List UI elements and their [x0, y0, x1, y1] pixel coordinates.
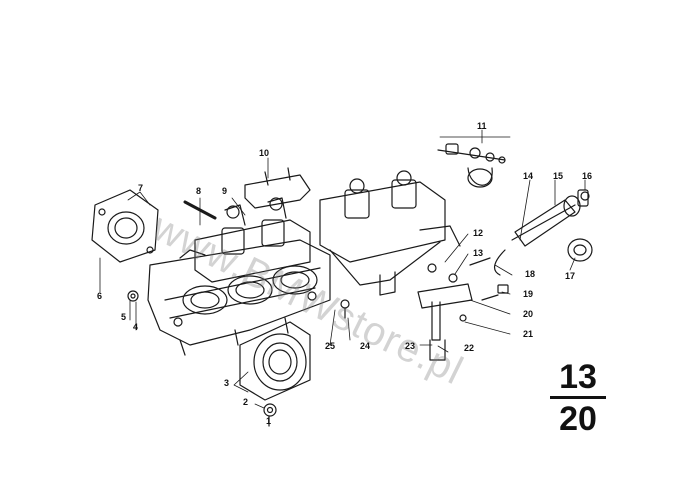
callout-2: 2	[243, 397, 249, 407]
throttle-lever-linkage	[417, 257, 509, 361]
callout-9: 9	[222, 186, 228, 196]
callout-11: 11	[477, 121, 487, 131]
callout-14: 14	[523, 171, 534, 181]
callout-10: 10	[259, 148, 270, 158]
leader-lines	[99, 129, 586, 409]
flange-plate	[91, 189, 159, 263]
carburettor-assembly-left	[179, 197, 311, 283]
callout-1: 1	[266, 416, 272, 426]
callout-6: 6	[97, 291, 103, 301]
callout-13: 13	[473, 248, 484, 258]
group-code-bottom: 20	[559, 400, 597, 438]
callout-19: 19	[523, 289, 534, 299]
linkage-assembly	[437, 143, 506, 188]
callout-5: 5	[121, 312, 127, 322]
choke-cable-assembly	[493, 189, 590, 276]
callout-25: 25	[325, 341, 336, 351]
callout-15: 15	[553, 171, 564, 181]
callout-20: 20	[523, 309, 534, 319]
callout-17: 17	[565, 271, 576, 281]
callout-16: 16	[582, 171, 593, 181]
cap	[567, 238, 593, 262]
group-code: 13 20	[548, 360, 608, 436]
callout-4: 4	[133, 322, 139, 332]
callout-23: 23	[405, 341, 416, 351]
carburettor-assembly-right	[319, 170, 461, 296]
callout-12: 12	[473, 228, 484, 238]
callout-8: 8	[196, 186, 202, 196]
callout-21: 21	[523, 329, 534, 339]
callout-3: 3	[224, 378, 230, 388]
intake-manifold	[147, 239, 331, 356]
group-code-top: 13	[559, 358, 597, 396]
callout-22: 22	[464, 343, 475, 353]
group-code-divider	[550, 396, 606, 399]
callout-24: 24	[360, 341, 371, 351]
air-intake-pipe	[239, 321, 311, 401]
callout-7: 7	[138, 183, 144, 193]
callout-18: 18	[525, 269, 536, 279]
bracket-cover	[244, 167, 311, 209]
